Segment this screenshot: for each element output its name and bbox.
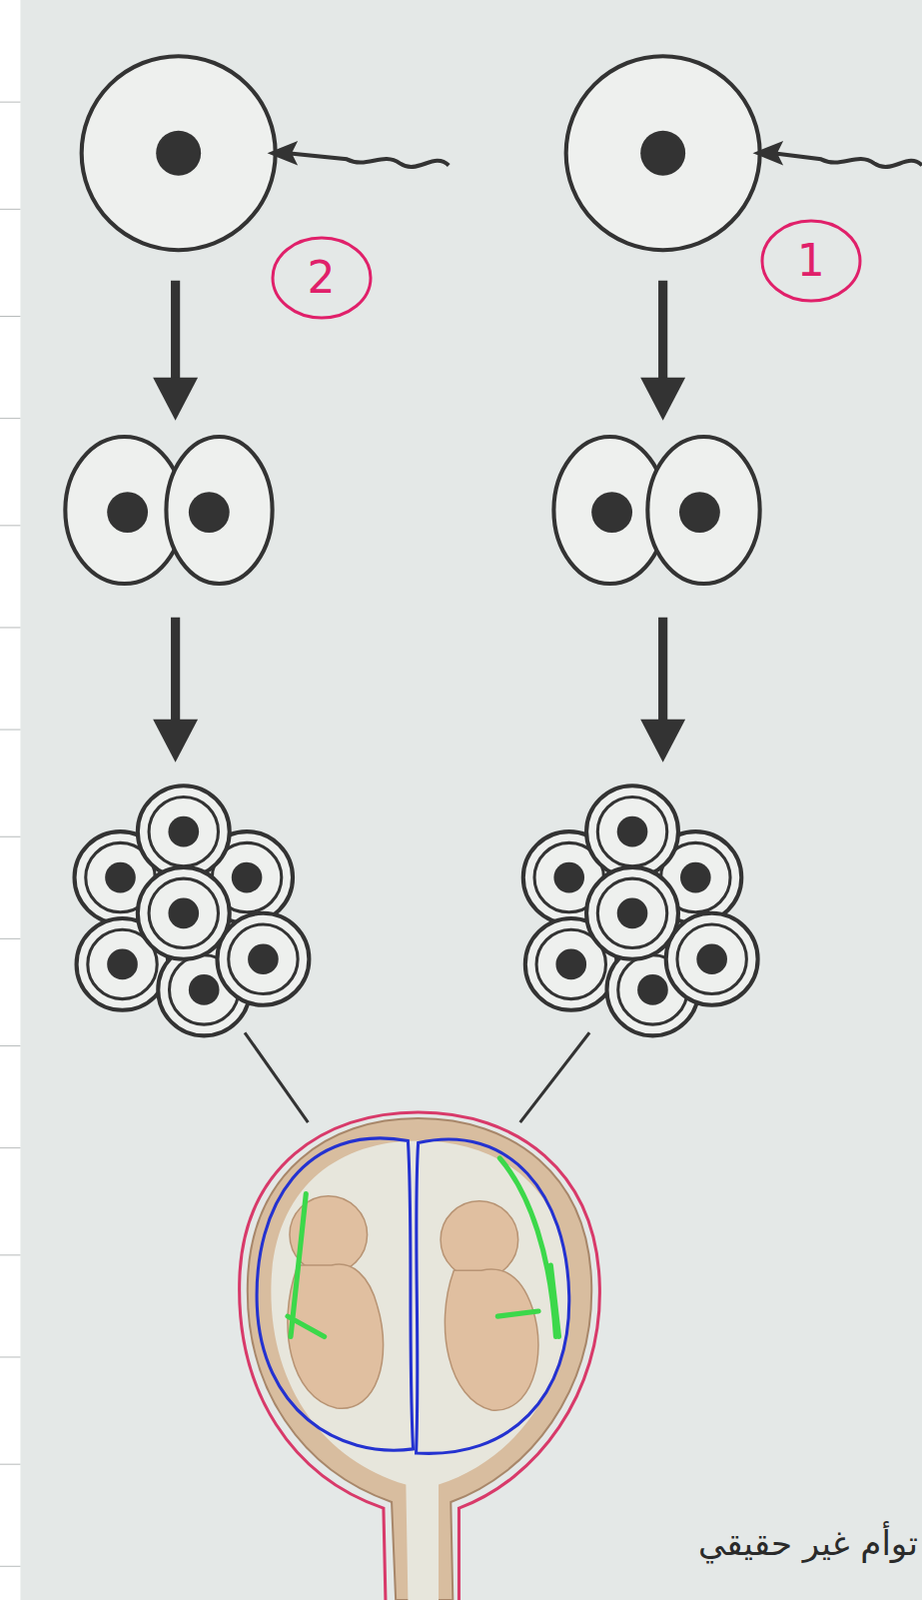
nucleus xyxy=(555,948,587,980)
morula-cell xyxy=(148,796,218,866)
arrow-head xyxy=(152,377,686,763)
morula-cell xyxy=(677,923,747,993)
nucleus xyxy=(106,491,721,533)
circled-number: 1 xyxy=(759,217,864,304)
nucleus xyxy=(231,862,263,894)
morula-cell xyxy=(228,923,298,993)
uterus xyxy=(247,1117,592,1600)
morula-cell xyxy=(137,867,230,959)
morula-cell xyxy=(137,785,230,878)
morula-cell xyxy=(597,878,667,947)
caption: توأم غير حقيقي xyxy=(698,1522,919,1563)
morula-cell xyxy=(586,867,679,959)
amniotic-sac xyxy=(256,1137,570,1453)
morula xyxy=(74,785,759,1035)
sperm-head xyxy=(267,140,785,166)
morula-cell xyxy=(597,796,667,866)
callout-number: 1 xyxy=(797,238,826,283)
nucleus xyxy=(247,942,279,974)
nucleus xyxy=(106,948,138,980)
nucleus xyxy=(617,816,649,848)
green-mark xyxy=(287,1157,560,1337)
nucleus xyxy=(188,973,220,1005)
nucleus xyxy=(167,898,199,929)
blastomere xyxy=(64,436,760,584)
nucleus xyxy=(553,862,585,894)
circled-number: 2 xyxy=(269,234,374,321)
sperm xyxy=(287,152,922,167)
morula-cell xyxy=(216,913,309,1005)
morula-cell xyxy=(666,913,759,1005)
notebook-lines xyxy=(0,101,20,1566)
leader-line xyxy=(244,1031,590,1122)
nucleus xyxy=(696,942,728,974)
morula-cell xyxy=(148,878,218,947)
morula-cell xyxy=(586,785,679,878)
fetus xyxy=(287,1195,539,1411)
callout-number: 2 xyxy=(307,255,336,300)
page-margin xyxy=(0,0,20,1600)
nucleus xyxy=(155,130,686,176)
nucleus xyxy=(104,862,136,894)
pink-outline xyxy=(239,1111,601,1600)
uterine-cavity xyxy=(270,1140,569,1600)
nucleus xyxy=(680,862,712,894)
nucleus xyxy=(167,816,199,848)
nucleus xyxy=(617,898,649,929)
nucleus xyxy=(637,973,669,1005)
zygote xyxy=(81,55,761,250)
